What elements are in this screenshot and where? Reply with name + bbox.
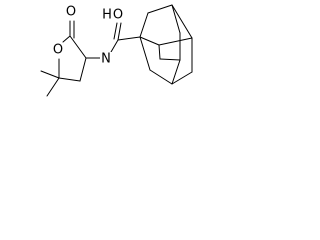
adamantane-bond xyxy=(158,44,161,60)
amide-linkage xyxy=(85,22,141,59)
amide-nitrogen-label: N xyxy=(101,52,111,67)
molecule-drawing: O O N O H xyxy=(40,4,193,97)
adamantane-bond xyxy=(139,12,149,38)
adamantane-cage xyxy=(139,4,193,85)
amide-hydrogen-label: H xyxy=(102,8,112,23)
adamantane-bond xyxy=(171,4,181,34)
lactone-carbonyl-oxygen-label: O xyxy=(66,5,76,20)
atom-labels: O O N O H xyxy=(52,5,125,67)
bond-amide-double-1 xyxy=(117,22,122,41)
adamantane-bond xyxy=(159,58,181,61)
adamantane-bond xyxy=(171,59,181,85)
adamantane-bond xyxy=(158,37,193,46)
ring-oxygen-label: O xyxy=(53,43,63,58)
adamantane-bond xyxy=(139,36,151,71)
bond-carbonylC-alphaC xyxy=(69,35,87,59)
bond-amideC-adamantane xyxy=(117,36,141,41)
bond-ch2-dimethylC xyxy=(58,77,81,82)
adamantane-bond xyxy=(147,4,173,14)
adamantane-bond xyxy=(149,69,173,85)
adamantane-bond xyxy=(171,71,193,85)
bond-N-amideC xyxy=(110,39,119,53)
bond-amide-double-2 xyxy=(113,22,118,40)
amide-oxygen-label: O xyxy=(113,8,123,23)
bond-alphaC-ch2 xyxy=(79,57,87,82)
adamantane-bond xyxy=(139,36,160,46)
bond-methyl-2 xyxy=(46,77,60,97)
bond-methyl-1 xyxy=(40,70,60,79)
lactone-ring xyxy=(40,20,87,97)
chemical-structure-canvas: O O N O H xyxy=(0,0,225,110)
bond-ringO-carbonylC xyxy=(62,35,71,43)
adamantane-bond xyxy=(171,4,193,39)
